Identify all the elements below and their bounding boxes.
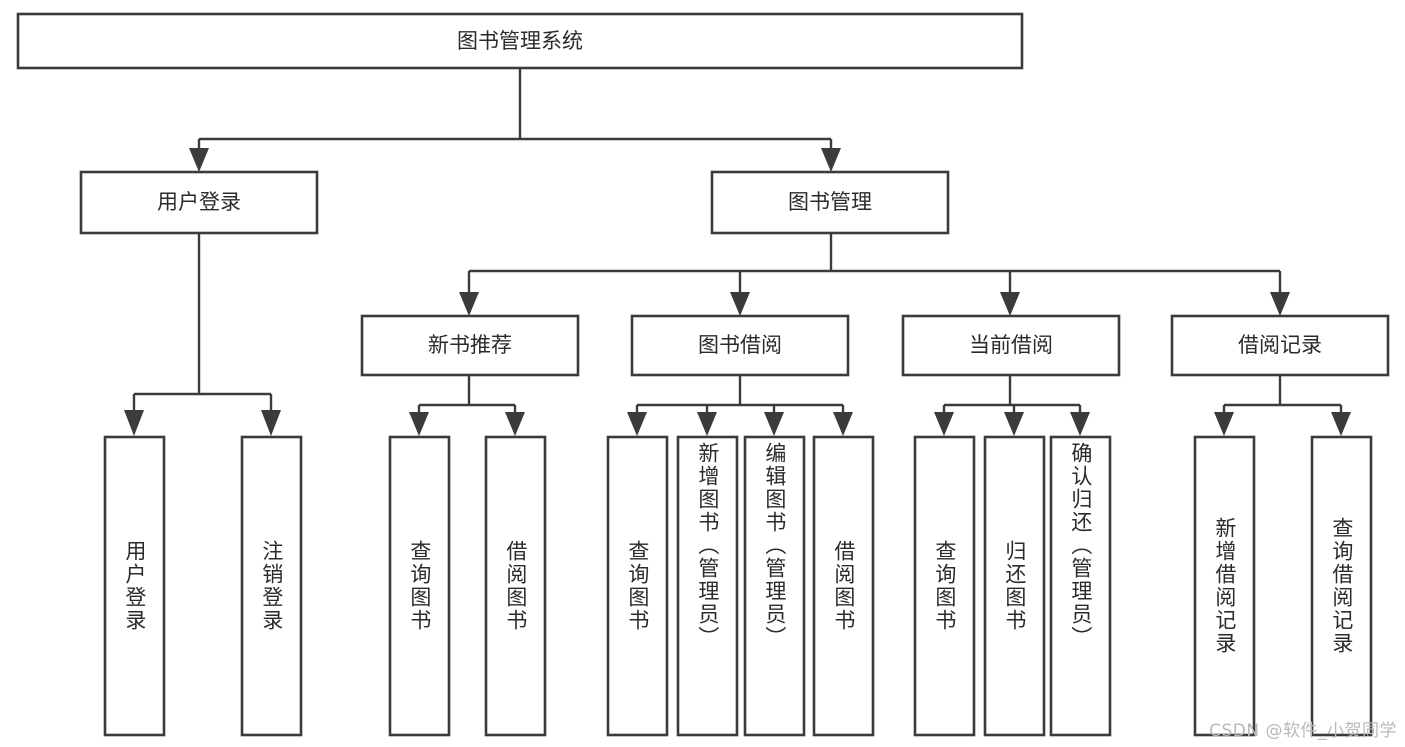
node-borrow-record[interactable] <box>1170 314 1390 377</box>
label-book-manage: 图书管理 <box>788 190 872 214</box>
leaf-new-book-1[interactable] <box>388 435 451 737</box>
leaf-label-wrap-new-book-1: 查询图书 <box>390 437 449 735</box>
node-layer <box>16 12 1390 737</box>
arrow-bookborrow-leaf-4 <box>833 412 853 436</box>
node-root-system[interactable] <box>16 12 1024 70</box>
leaf-label-wrap-book-borrow-1: 查询图书 <box>608 437 667 735</box>
leaf-label-wrap-current-borrow-1: 查询图书 <box>915 437 974 735</box>
node-book-borrow[interactable] <box>630 314 850 377</box>
arrow-userlogin-leaf-2 <box>261 410 281 436</box>
leaf-current-borrow-1[interactable] <box>913 435 976 737</box>
leaf-borrow-record-2[interactable] <box>1310 435 1373 737</box>
leaf-label-current-borrow-2: 归还图书 <box>1002 540 1027 632</box>
leaf-book-borrow-3[interactable] <box>743 435 806 737</box>
leaf-label-current-borrow-3: 确认归还（管理员） <box>1068 442 1093 649</box>
leaf-label-wrap-new-book-2: 借阅图书 <box>486 437 545 735</box>
leaf-label-book-borrow-4: 借阅图书 <box>831 540 856 632</box>
arrow-bookborrow-leaf-3 <box>764 412 784 436</box>
arrow-borrowrecord-leaf-1 <box>1214 412 1234 436</box>
leaf-current-borrow-2[interactable] <box>983 435 1046 737</box>
leaf-label-wrap-borrow-record-1: 新增借阅记录 <box>1195 437 1254 735</box>
leaf-book-borrow-4[interactable] <box>812 435 875 737</box>
arrow-to-book-borrow <box>730 292 750 316</box>
arrow-newbook-leaf-1 <box>409 412 429 436</box>
leaf-label-wrap-current-borrow-2: 归还图书 <box>985 437 1044 735</box>
node-new-book-recommend[interactable] <box>360 314 580 377</box>
leaf-label-borrow-record-2: 查询借阅记录 <box>1329 517 1354 655</box>
arrow-bookborrow-leaf-2 <box>697 412 717 436</box>
leaf-label-user-login-1: 用户登录 <box>122 540 147 632</box>
label-book-borrow: 图书借阅 <box>698 333 782 357</box>
leaf-label-user-login-2: 注销登录 <box>259 540 284 632</box>
leaf-label-wrap-book-borrow-3: 编辑图书（管理员） <box>745 442 804 730</box>
label-current-borrow: 当前借阅 <box>969 333 1053 357</box>
arrow-bookborrow-leaf-1 <box>627 412 647 436</box>
leaf-label-wrap-book-borrow-2: 新增图书（管理员） <box>678 442 737 730</box>
node-current-borrow[interactable] <box>901 314 1121 377</box>
arrow-to-current-borrow <box>1000 292 1020 316</box>
leaf-label-book-borrow-2: 新增图书（管理员） <box>695 442 720 649</box>
arrow-to-borrow-record <box>1270 292 1290 316</box>
leaf-label-borrow-record-1: 新增借阅记录 <box>1212 517 1237 655</box>
leaf-label-wrap-book-borrow-4: 借阅图书 <box>814 437 873 735</box>
node-user-login[interactable] <box>79 170 319 235</box>
leaf-label-book-borrow-1: 查询图书 <box>625 540 650 632</box>
connector-layer <box>124 68 1351 436</box>
arrow-currentborrow-leaf-1 <box>934 412 954 436</box>
leaf-book-borrow-1[interactable] <box>606 435 669 737</box>
leaf-label-wrap-borrow-record-2: 查询借阅记录 <box>1312 437 1371 735</box>
label-layer-horizontal: 图书管理系统 用户登录 图书管理 新书推荐 图书借阅 当前借阅 借阅记录 <box>157 29 1322 357</box>
leaf-label-current-borrow-1: 查询图书 <box>932 540 957 632</box>
label-new-book-recommend: 新书推荐 <box>428 333 512 357</box>
leaf-label-wrap-user-login-2: 注销登录 <box>242 437 301 735</box>
leaf-current-borrow-3[interactable] <box>1049 435 1112 737</box>
arrow-currentborrow-leaf-3 <box>1070 412 1090 436</box>
leaf-book-borrow-2[interactable] <box>676 435 739 737</box>
leaf-label-new-book-1: 查询图书 <box>407 540 432 632</box>
csdn-watermark: CSDN @软件_小贺同学 <box>1209 721 1397 741</box>
arrow-to-user-login <box>189 148 209 172</box>
arrow-to-book-manage <box>821 148 841 172</box>
leaf-user-login-2[interactable] <box>240 435 303 737</box>
arrow-to-new-book <box>459 292 479 316</box>
label-user-login: 用户登录 <box>157 190 241 214</box>
leaf-label-new-book-2: 借阅图书 <box>503 540 528 632</box>
leaf-label-wrap-current-borrow-3: 确认归还（管理员） <box>1051 442 1110 730</box>
label-root-system: 图书管理系统 <box>457 29 583 53</box>
leaf-label-book-borrow-3: 编辑图书（管理员） <box>762 442 787 649</box>
arrow-newbook-leaf-2 <box>505 412 525 436</box>
leaf-new-book-2[interactable] <box>484 435 547 737</box>
arrow-userlogin-leaf-1 <box>124 410 144 436</box>
leaf-borrow-record-1[interactable] <box>1193 435 1256 737</box>
label-borrow-record: 借阅记录 <box>1238 333 1322 357</box>
node-book-manage[interactable] <box>710 170 950 235</box>
arrow-borrowrecord-leaf-2 <box>1331 412 1351 436</box>
leaf-label-wrap-user-login-1: 用户登录 <box>105 437 164 735</box>
arrow-currentborrow-leaf-2 <box>1004 412 1024 436</box>
leaf-user-login-1[interactable] <box>103 435 166 737</box>
